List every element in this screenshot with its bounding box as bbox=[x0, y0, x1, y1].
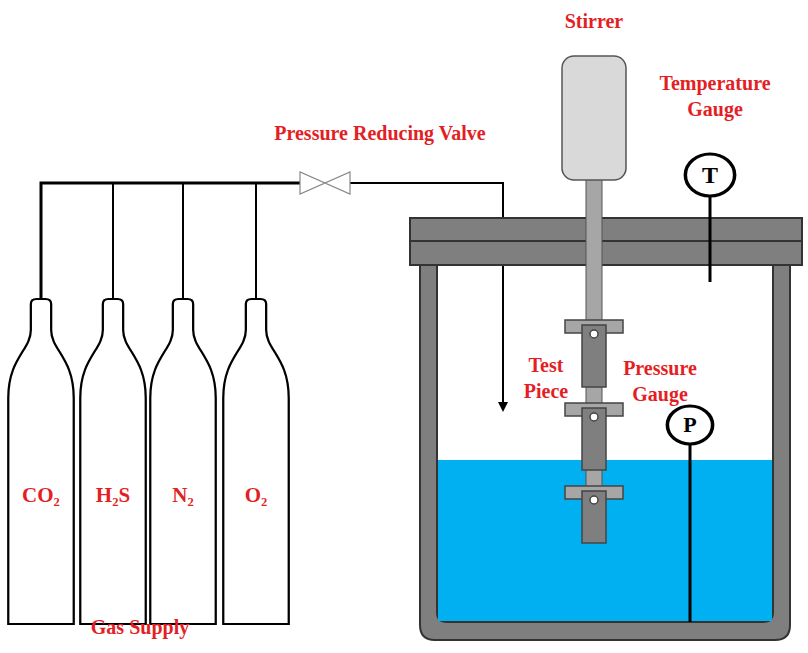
solution bbox=[438, 460, 772, 621]
stirrer-motor bbox=[562, 56, 626, 180]
test-piece-holder bbox=[565, 320, 623, 543]
gas-name: N₂ bbox=[148, 483, 218, 508]
gas-name: O₂ bbox=[221, 483, 291, 508]
gas-name: H₂S bbox=[78, 483, 148, 508]
gauge-symbol: P bbox=[665, 412, 715, 438]
gauge-circle: P bbox=[665, 404, 715, 446]
valve-label: Pressure Reducing Valve bbox=[235, 120, 525, 146]
gas-cylinder-outline bbox=[6, 298, 76, 626]
gas-cylinder: N₂ bbox=[148, 298, 218, 626]
gauge-circle: T bbox=[683, 152, 737, 198]
gauge-label: Pressure Gauge bbox=[612, 355, 708, 407]
pressure-probe bbox=[689, 445, 692, 622]
gas-supply-label: Gas Supply bbox=[60, 614, 220, 640]
gas-cylinder: H₂S bbox=[78, 298, 148, 626]
gas-cylinder: O₂ bbox=[221, 298, 291, 626]
temperature-probe bbox=[709, 197, 712, 282]
test-piece-label: Test Piece bbox=[515, 352, 577, 404]
lid-plate bbox=[410, 241, 802, 265]
gauge-symbol: T bbox=[683, 162, 737, 189]
stirrer-label: Stirrer bbox=[534, 8, 654, 34]
gas-cylinder-outline bbox=[221, 298, 291, 626]
gas-cylinder-outline bbox=[148, 298, 218, 626]
lid-plate bbox=[410, 218, 802, 241]
gas-cylinder: CO₂ bbox=[6, 298, 76, 626]
gas-cylinder-outline bbox=[78, 298, 148, 626]
pressure-reducing-valve bbox=[300, 172, 350, 194]
gauge-label: Temperature Gauge bbox=[645, 70, 785, 122]
gas-name: CO₂ bbox=[6, 483, 76, 508]
vessel-wall bbox=[420, 265, 790, 640]
